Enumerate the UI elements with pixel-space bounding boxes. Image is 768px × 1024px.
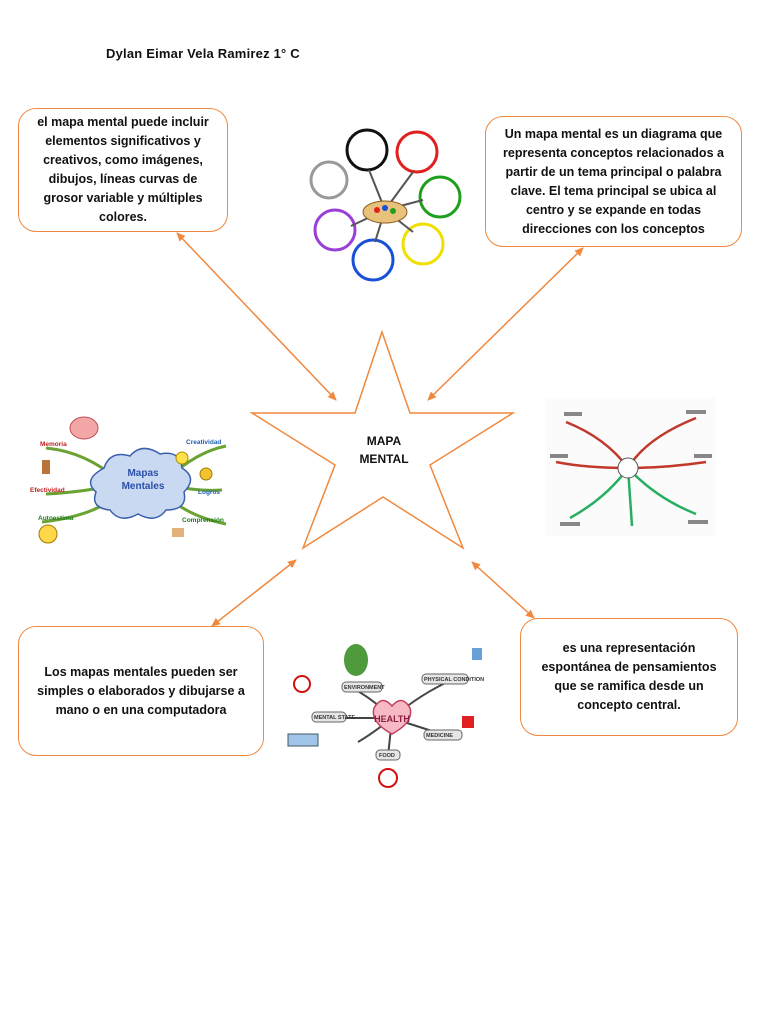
arrow-top-left [176,232,337,401]
center-topic-line1: MAPA [366,434,402,448]
people-icon [472,648,482,660]
trophy-icon [199,467,213,481]
box-top-right: Un mapa mental es un diagrama que repres… [485,116,742,247]
box-top-left: el mapa mental puede incluir elementos s… [18,108,228,232]
no-smoking-icon [293,675,311,693]
thumbs-up-icon [172,528,184,537]
red-cross-icon [462,716,474,728]
brain-icon [69,416,99,440]
bed-icon [287,733,319,747]
mm-branch-efectividad: Efectividad [30,487,65,494]
mm-branch-comprension: Comprensión [182,517,224,524]
box-top-right-text: Un mapa mental es un diagrama que repres… [503,126,724,236]
health-mindmap-image: HEALTH ENVIRONMENT PHYSICAL CONDITION ME… [287,644,484,788]
box-bottom-right-text: es una representación espontánea de pens… [541,641,717,712]
author-name: Dylan Eimar Vela Ramirez 1° C [106,46,300,61]
arrow-bottom-left [211,559,297,627]
no-fastfood-icon [378,768,398,788]
health-branch-environment: ENVIRONMENT [344,685,385,691]
smiley-icon [38,524,58,544]
hourglass-icon [42,460,50,474]
mm-branch-logros: Logros [198,489,220,496]
center-topic-line2: MENTAL [359,452,409,466]
box-bottom-left: Los mapas mentales pueden ser simples o … [18,626,264,756]
arrow-bottom-right [471,561,535,619]
center-star [249,329,516,550]
box-top-left-text: el mapa mental puede incluir elementos s… [37,115,209,224]
center-topic: MAPA MENTAL [334,432,434,468]
plant-icon [344,644,368,676]
box-bottom-left-text: Los mapas mentales pueden ser simples o … [37,664,245,717]
health-branch-mental: MENTAL STATE [314,715,355,721]
health-branch-medicine: MEDICINE [426,733,453,739]
mapas-mentales-image: Mapas Mentales Memoria Creatividad Efect… [30,416,227,544]
box-bottom-right: es una representación espontánea de pens… [520,618,738,736]
mm-center-line1: Mapas [127,468,159,479]
mm-center-line2: Mentales [122,481,165,492]
complex-mindmap-image [546,398,716,536]
lightbulb-icon [175,451,189,465]
mm-branch-memoria: Memoria [40,441,67,448]
arrow-top-right [427,247,584,401]
mm-branch-autoestima: Autoestima [38,515,74,522]
mm-branch-creatividad: Creatividad [186,439,221,446]
health-center: HEALTH [374,714,410,724]
health-branch-physical: PHYSICAL CONDITION [424,677,484,683]
flower-mindmap-image [309,128,462,282]
health-branch-food: FOOD [379,753,395,759]
